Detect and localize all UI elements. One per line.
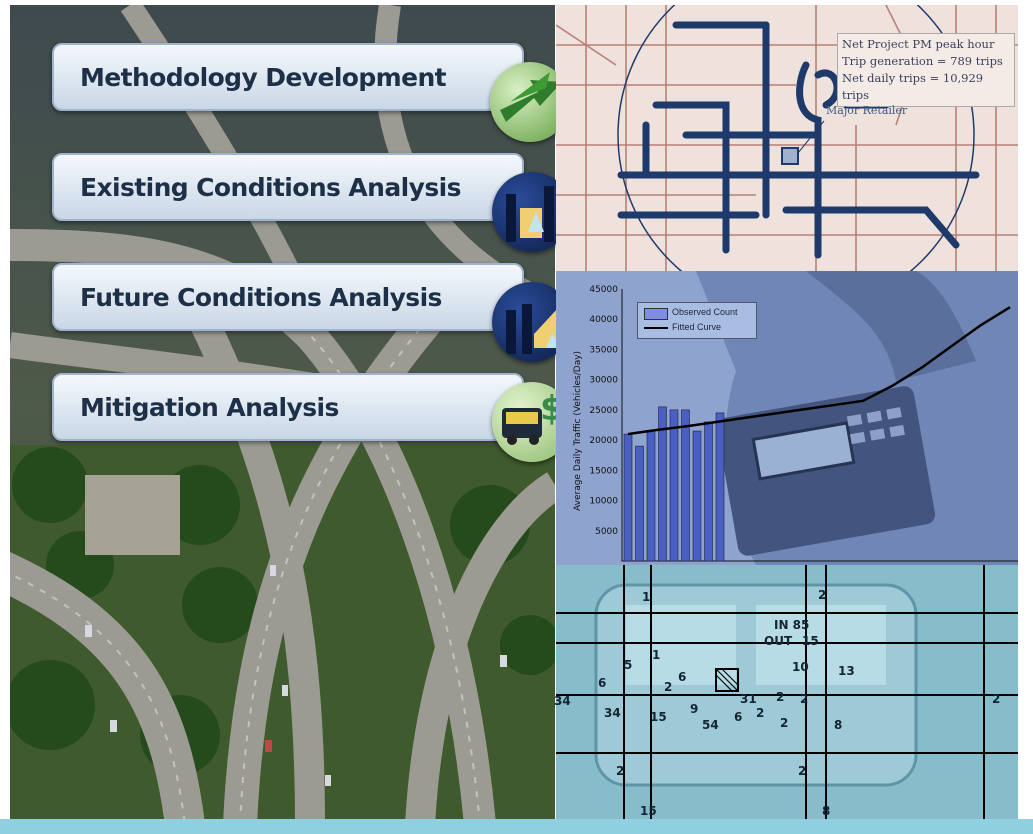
- y-tick-label: 35000: [589, 345, 618, 355]
- chart-axes: [621, 289, 1018, 562]
- observed-count-bar: [692, 430, 702, 562]
- highway-interchange-photo: [10, 5, 555, 819]
- observed-count-bar: [635, 445, 644, 562]
- observed-count-bar: [704, 421, 713, 562]
- movement-count: 1: [652, 648, 661, 662]
- inbound-trips-label: IN 85: [774, 618, 810, 632]
- step-future-conditions-analysis: Future Conditions Analysis: [52, 263, 524, 331]
- movement-count: 34: [604, 706, 621, 720]
- movement-count: 2: [798, 764, 807, 778]
- movement-count: 2: [800, 692, 809, 706]
- movement-count: 1: [642, 590, 651, 604]
- y-tick-label: 45000: [589, 285, 618, 295]
- movement-count: 13: [838, 664, 855, 678]
- step-label: Methodology Development: [80, 62, 447, 92]
- bottom-accent-bar: [0, 819, 1033, 834]
- step-label: Mitigation Analysis: [80, 392, 339, 422]
- step-existing-conditions-analysis: Existing Conditions Analysis: [52, 153, 524, 221]
- legend-swatch-line: [644, 327, 668, 329]
- movement-count: 2: [616, 764, 625, 778]
- movement-count: 8: [822, 804, 831, 818]
- legend-label: Observed Count: [672, 307, 738, 317]
- y-axis-label: Average Daily Traffic (Vehicles/Day): [573, 351, 583, 511]
- observed-count-bar: [623, 433, 633, 562]
- movement-count: 2: [776, 690, 785, 704]
- movement-count: 6: [678, 670, 687, 684]
- movement-count: 54: [702, 718, 719, 732]
- step-label: Existing Conditions Analysis: [80, 172, 461, 202]
- y-tick-label: 20000: [589, 436, 618, 446]
- legend-label: Fitted Curve: [672, 322, 722, 332]
- note-line: Net Project PM peak hour: [842, 37, 995, 51]
- movement-count: 8: [834, 718, 843, 732]
- y-tick-label: 15000: [589, 466, 618, 476]
- movement-count: 2: [756, 706, 765, 720]
- movement-count: 2: [780, 716, 789, 730]
- movement-count: 10: [792, 660, 809, 674]
- y-tick-label: 5000: [595, 527, 618, 537]
- movement-count: 5: [624, 658, 633, 672]
- step-methodology-development: Methodology Development: [52, 43, 524, 111]
- trip-generation-note: Net Project PM peak hour Trip generation…: [837, 33, 1015, 107]
- movement-count: 2: [992, 692, 1001, 706]
- step-mitigation-analysis: Mitigation Analysis: [52, 373, 524, 441]
- movement-count: 31: [740, 692, 757, 706]
- observed-count-bar: [681, 409, 690, 562]
- movement-count: 2: [664, 680, 673, 694]
- y-tick-label: 25000: [589, 406, 618, 416]
- y-tick-label: 10000: [589, 497, 618, 507]
- major-retailer-label: Major Retailer: [826, 104, 908, 117]
- y-tick-label: 30000: [589, 376, 618, 386]
- outbound-trips-value: 15: [802, 634, 819, 648]
- movement-count: 2: [818, 588, 827, 602]
- y-tick-label: 40000: [589, 315, 618, 325]
- movement-count: 34: [554, 694, 571, 708]
- traffic-count-chart: 5000 10000 15000 20000 25000 30000 35000 40000 4…: [556, 271, 1018, 565]
- fitted-curve-line: [627, 306, 1011, 436]
- step-label: Future Conditions Analysis: [80, 282, 442, 312]
- note-line: Trip generation = 789 trips: [842, 54, 1003, 68]
- chart-legend: Observed Count Fitted Curve: [637, 302, 757, 339]
- outbound-trips-label: OUT: [764, 634, 793, 648]
- observed-count-bar: [646, 430, 656, 562]
- note-line: Net daily trips = 10,929 trips: [842, 71, 984, 102]
- movement-count: 15: [650, 710, 667, 724]
- movement-count: 15: [640, 804, 657, 818]
- observed-count-bar: [715, 412, 725, 562]
- observed-count-bar: [658, 406, 667, 562]
- movement-count: 6: [598, 676, 607, 690]
- intersection-turning-movement-diagram: [556, 565, 1018, 819]
- movement-count: 6: [734, 710, 743, 724]
- observed-count-bar: [669, 409, 679, 562]
- movement-count: 9: [690, 702, 699, 716]
- legend-swatch-bar: [644, 308, 668, 320]
